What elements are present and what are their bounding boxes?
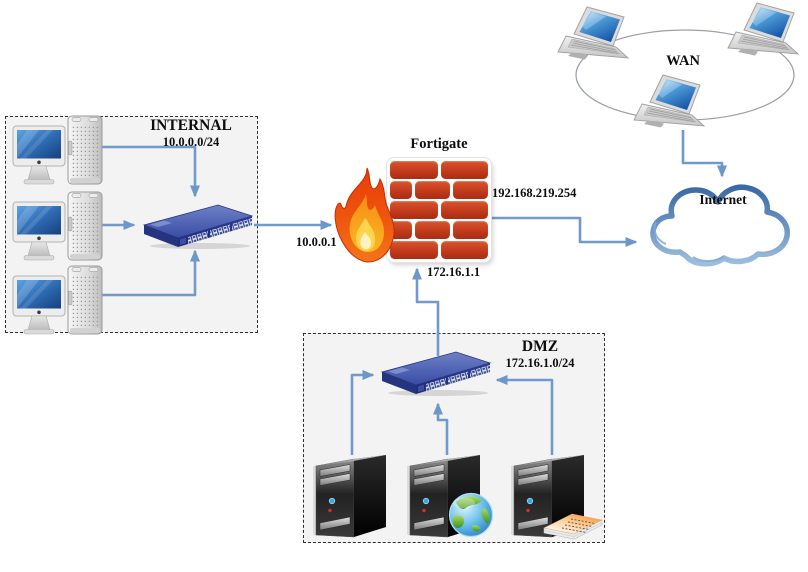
internet-label: Internet xyxy=(699,192,747,207)
laptop-3-icon xyxy=(632,74,712,136)
firewall-title: Fortigate xyxy=(410,136,468,152)
globe-icon xyxy=(448,492,494,538)
laptop-1-icon xyxy=(556,6,636,68)
internal-zone-subnet: 10.0.0.0/24 xyxy=(162,134,220,149)
wan-label: WAN xyxy=(666,53,700,69)
link-wan-to-internet xyxy=(681,130,727,178)
dmz-zone-title: DMZ xyxy=(521,338,559,355)
workstation-3-icon xyxy=(12,264,104,340)
firewall-brick-wall xyxy=(387,158,491,262)
dmz-zone-subnet: 172.16.1.0/24 xyxy=(505,355,575,370)
documents-icon xyxy=(540,506,604,542)
internal-zone-label: INTERNAL 10.0.0.0/24 xyxy=(130,117,252,149)
workstation-1-icon xyxy=(12,114,104,190)
link-firewall-to-internet xyxy=(491,216,638,247)
link-dmz-switch-to-firewall xyxy=(412,267,440,356)
dmz-zone-label: DMZ 172.16.1.0/24 xyxy=(480,338,600,370)
link-server1-to-dmz-switch xyxy=(350,370,375,455)
laptop-2-icon xyxy=(726,2,806,64)
link-pc1-to-internal-switch xyxy=(96,145,200,198)
link-server2-to-dmz-switch xyxy=(433,402,449,455)
internal-zone-title: INTERNAL xyxy=(150,117,232,134)
workstation-2-icon xyxy=(12,190,104,266)
link-pc3-to-internal-switch xyxy=(96,249,200,297)
flame-icon xyxy=(334,166,398,266)
firewall-dmz-ip-label: 172.16.1.1 xyxy=(427,265,481,279)
firewall-internal-ip-label: 10.0.0.1 xyxy=(296,235,337,249)
firewall-wan-ip-label: 192.168.219.254 xyxy=(492,186,577,200)
dmz-switch-icon xyxy=(380,350,492,396)
link-server3-to-dmz-switch xyxy=(495,375,554,455)
internal-switch-icon xyxy=(142,203,254,249)
server-1-icon xyxy=(310,444,394,542)
